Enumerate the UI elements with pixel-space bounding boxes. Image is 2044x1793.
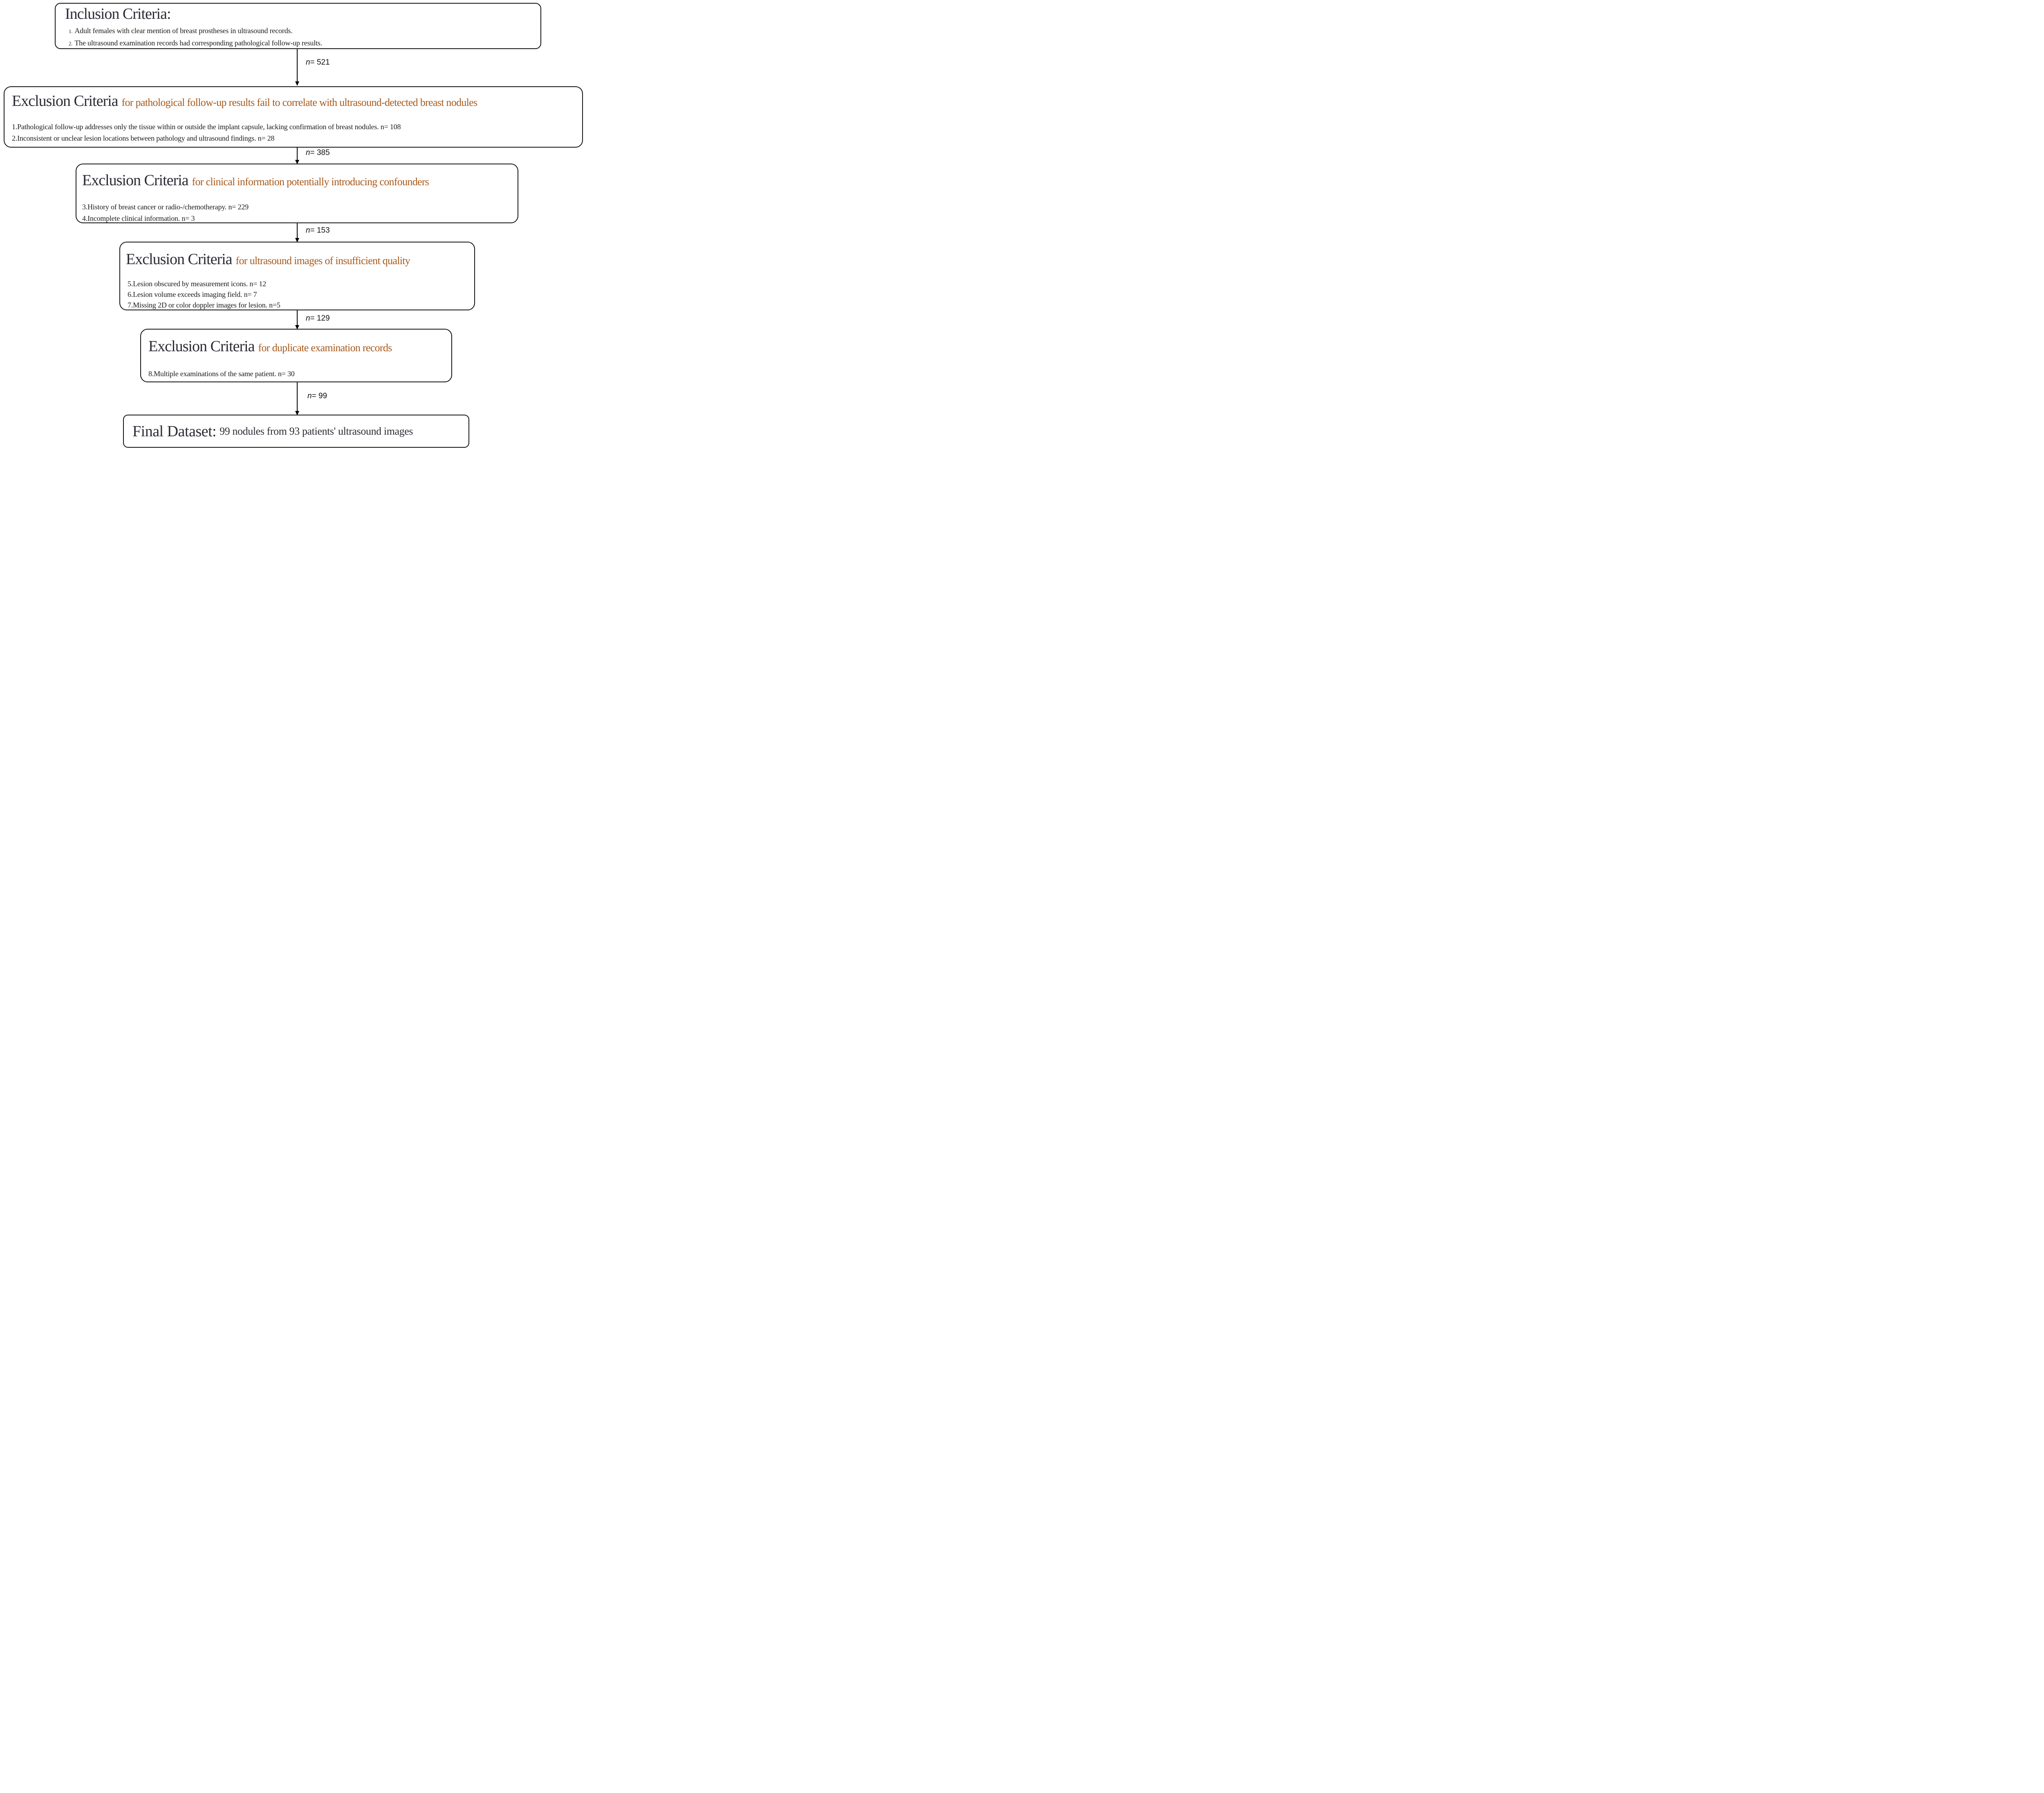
- list-item: 8.Multiple examinations of the same pati…: [148, 370, 295, 378]
- n-value: = 99: [312, 392, 327, 400]
- box-title: Exclusion Criteria: [82, 172, 189, 189]
- flow-arrow-down: [295, 382, 299, 415]
- count-label: n= 99: [307, 392, 327, 401]
- box-title: Final Dataset:: [132, 422, 217, 440]
- exclusion-items: 3.History of breast cancer or radio-/che…: [82, 201, 249, 224]
- n-symbol: n: [306, 58, 310, 67]
- list-item: 5.Lesion obscured by measurement icons. …: [128, 280, 267, 288]
- final-dataset-box: Final Dataset:99 nodules from 93 patient…: [123, 415, 469, 448]
- count-label: n= 521: [306, 58, 330, 67]
- inclusion-criteria-box: Inclusion Criteria: 1.Adult females with…: [55, 3, 541, 49]
- exclusion-items: 8.Multiple examinations of the same pati…: [148, 368, 295, 379]
- n-value: = 129: [310, 314, 330, 323]
- list-item: 4.Incomplete clinical information. n= 3: [82, 214, 195, 222]
- list-item: 1.Pathological follow-up addresses only …: [12, 123, 401, 131]
- box-title: Inclusion Criteria:: [65, 5, 171, 22]
- list-item-text: Adult females with clear mention of brea…: [74, 27, 293, 35]
- box-title: Exclusion Criteria: [12, 92, 119, 110]
- flow-arrow-down: [295, 49, 299, 86]
- list-item-text: The ultrasound examination records had c…: [74, 39, 322, 47]
- n-symbol: n: [306, 226, 310, 235]
- box-subtitle: for ultrasound images of insufficient qu…: [235, 255, 410, 267]
- flow-arrow-down: [295, 223, 299, 242]
- list-item: 2.Inconsistent or unclear lesion locatio…: [12, 134, 275, 142]
- flowchart-canvas: Inclusion Criteria: 1.Adult females with…: [0, 0, 585, 449]
- list-item: 6.Lesion volume exceeds imaging field. n…: [128, 290, 257, 298]
- flow-arrow-down: [295, 148, 299, 164]
- n-value: = 153: [310, 226, 330, 235]
- flow-arrow-down: [295, 310, 299, 330]
- inclusion-items: 1.Adult females with clear mention of br…: [69, 25, 322, 49]
- box-title-row: Final Dataset:99 nodules from 93 patient…: [124, 415, 468, 447]
- box-title-row: Inclusion Criteria:: [56, 4, 540, 23]
- box-title: Exclusion Criteria: [126, 251, 233, 268]
- n-symbol: n: [307, 392, 312, 400]
- list-item: 2.The ultrasound examination records had…: [69, 37, 322, 49]
- count-label: n= 385: [306, 148, 330, 157]
- exclusion-items: 5.Lesion obscured by measurement icons. …: [128, 278, 280, 310]
- list-item: 1.Adult females with clear mention of br…: [69, 25, 322, 37]
- box-subtitle: for clinical information potentially int…: [192, 176, 429, 188]
- list-item-number: 2.: [69, 40, 73, 47]
- list-item: 3.History of breast cancer or radio-/che…: [82, 203, 249, 211]
- box-subtitle: for pathological follow-up results fail …: [121, 96, 478, 108]
- count-label: n= 153: [306, 226, 330, 235]
- list-item-number: 1.: [69, 28, 73, 34]
- count-label: n= 129: [306, 314, 330, 323]
- list-item: 7.Missing 2D or color doppler images for…: [128, 301, 280, 309]
- n-value: = 521: [310, 58, 330, 67]
- n-symbol: n: [306, 148, 310, 157]
- n-symbol: n: [306, 314, 310, 323]
- n-value: = 385: [310, 148, 330, 157]
- box-subtitle: 99 nodules from 93 patients' ultrasound …: [220, 425, 413, 437]
- exclusion-items: 1.Pathological follow-up addresses only …: [12, 121, 401, 144]
- box-subtitle: for duplicate examination records: [258, 342, 392, 354]
- box-title: Exclusion Criteria: [148, 338, 255, 355]
